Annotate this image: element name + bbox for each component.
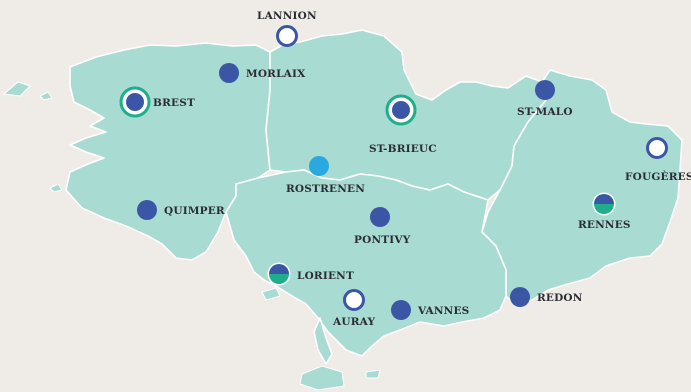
island-groix bbox=[261, 287, 281, 301]
city-label-auray: AURAY bbox=[332, 316, 375, 328]
city-label-st-brieuc: ST-BRIEUC bbox=[369, 143, 437, 155]
city-labels: LANNION MORLAIX BREST ST-BRIEUC ST-MALO FOUGÈ… bbox=[153, 10, 691, 328]
city-label-lorient: LORIENT bbox=[297, 270, 354, 282]
city-label-vannes: VANNES bbox=[417, 305, 469, 317]
city-marker-st-brieuc bbox=[385, 94, 417, 126]
island-houat bbox=[365, 369, 381, 379]
city-label-morlaix: MORLAIX bbox=[246, 68, 306, 80]
city-marker-redon bbox=[510, 287, 530, 307]
city-marker-fougeres bbox=[646, 137, 668, 159]
city-label-pontivy: PONTIVY bbox=[354, 234, 411, 246]
island-belle-ile bbox=[299, 365, 345, 391]
city-marker-pontivy bbox=[370, 207, 390, 227]
island-ouessant bbox=[2, 81, 31, 97]
region-ille-et-vilaine bbox=[481, 69, 683, 307]
city-marker-quimper bbox=[137, 200, 157, 220]
city-marker-vannes bbox=[391, 300, 411, 320]
city-label-fougeres: FOUGÈRES bbox=[625, 169, 691, 183]
city-label-st-malo: ST-MALO bbox=[517, 106, 573, 118]
island-molene bbox=[39, 91, 53, 101]
city-label-lannion: LANNION bbox=[257, 10, 317, 22]
city-label-rostrenen: ROSTRENEN bbox=[286, 183, 365, 195]
city-marker-auray bbox=[343, 289, 365, 311]
city-label-brest: BREST bbox=[153, 97, 195, 109]
city-label-rennes: RENNES bbox=[578, 219, 631, 231]
region-quiberon bbox=[313, 317, 333, 365]
region-morbihan bbox=[225, 169, 507, 357]
city-label-redon: REDON bbox=[537, 292, 583, 304]
city-marker-lorient bbox=[267, 262, 291, 286]
land-regions bbox=[65, 29, 683, 365]
city-markers bbox=[119, 25, 668, 320]
city-marker-rennes bbox=[592, 192, 616, 216]
city-marker-morlaix bbox=[219, 63, 239, 83]
islands bbox=[2, 81, 381, 391]
region-finistere bbox=[65, 42, 271, 261]
city-label-quimper: QUIMPER bbox=[164, 205, 225, 217]
city-marker-rostrenen bbox=[309, 156, 329, 176]
city-marker-brest bbox=[119, 86, 151, 118]
city-marker-lannion bbox=[276, 25, 298, 47]
city-marker-st-malo bbox=[535, 80, 555, 100]
island-sein bbox=[49, 183, 63, 193]
